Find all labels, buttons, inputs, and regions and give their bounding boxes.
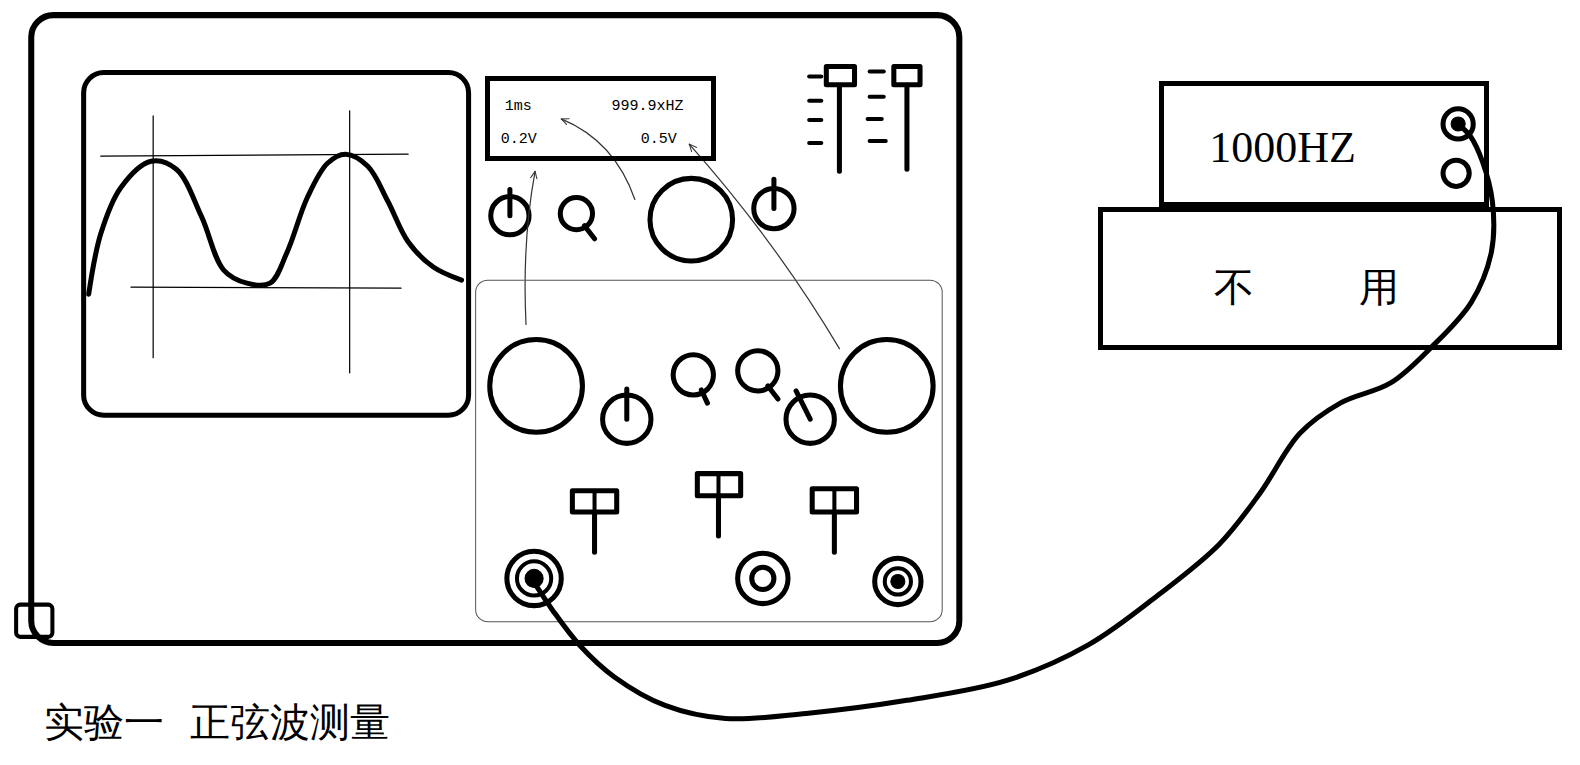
caption: 实验一 正弦波测量 [44,695,389,750]
toggle-switch [832,489,836,512]
knob [584,226,594,239]
control-panel [490,340,583,433]
input-jack [507,551,561,605]
node-text: 1000HZ [1209,122,1356,173]
readout-display: 1ms 999.9xHZ 0.2V 0.5V [485,76,717,162]
slider-switch [809,99,821,103]
leader-line [689,144,839,349]
control-panel [840,340,933,433]
scope-screen [349,111,350,373]
slider-switch [904,76,909,170]
generator-panel: 1000HZ [1159,81,1490,207]
input-jack [507,551,921,605]
scope-housing [16,605,52,637]
generator-base: 不 用 [1098,207,1562,350]
node-text: 0.5V [641,131,677,148]
toggle-switch [592,512,597,552]
input-jack [885,568,911,594]
knob [771,179,776,208]
node-text: 999.9xHZ [612,98,684,115]
scope-housing [16,15,959,643]
toggle-switch [812,489,856,512]
node-text: 0.2V [501,131,537,148]
slider-switch [826,67,854,85]
leader-line [525,119,839,349]
node-text: 不 用 [1214,260,1399,315]
signal-cable [534,126,1494,719]
toggle-switch [832,512,837,552]
input-jack [752,567,774,589]
toggle-switch [716,496,721,536]
input-jack [738,553,788,603]
slider-switch [870,70,884,74]
toggle-switch [593,491,597,512]
slider-switch [868,117,882,121]
scope-housing [31,15,959,643]
scope-screen [131,287,401,288]
slider-switch [809,141,821,145]
toggle-switch [572,491,616,512]
node-text: 1ms [505,98,532,115]
generator-jack [1443,160,1469,186]
generator-jack [1443,109,1473,187]
control-panel [476,280,943,622]
slider-switch [894,67,920,85]
input-jack [517,561,551,595]
slider-switch [809,67,920,172]
knob [650,178,733,261]
scope-screen [153,116,154,358]
input-jack [891,574,905,588]
toggle-switch [572,474,856,553]
slider-switch [809,118,821,122]
scope-screen [84,73,469,416]
control-panel [796,391,810,419]
input-jack [875,558,921,604]
control-panel [624,389,629,419]
scope-screen [84,73,469,416]
scope-screen [101,154,408,156]
slider-switch [870,139,886,143]
control-panel [768,386,778,399]
knob [560,198,592,230]
control-panel [476,280,943,622]
slider-switch [837,76,842,172]
control-panel [673,355,713,395]
sine-trace [89,154,462,294]
toggle-switch [697,474,740,496]
knob [491,178,794,261]
illustration [16,15,1494,719]
control-panel [701,390,707,403]
slider-switch [809,75,821,79]
slider-switch [870,95,884,99]
control-panel [738,351,778,391]
toggle-switch [716,474,720,496]
knob [507,189,512,215]
leader-line [525,171,535,324]
